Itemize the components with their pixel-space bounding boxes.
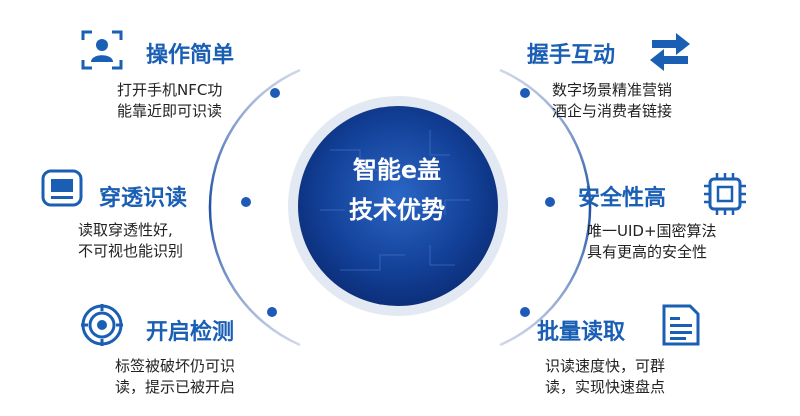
center-title-line2: 技术优势 <box>349 196 445 224</box>
feature-desc-line1: 标签被破坏仍可识 <box>115 357 236 375</box>
center-circle <box>298 106 498 306</box>
dot-right-mid <box>545 197 555 207</box>
dot-left-bottom <box>267 307 277 317</box>
circuit-pattern <box>320 130 470 271</box>
monitor-icon <box>41 169 83 207</box>
feature-title: 安全性高 <box>578 186 667 211</box>
user-scan-icon <box>81 30 123 70</box>
feature-desc-line1: 识读速度快，可群 <box>545 357 666 375</box>
feature-desc-line2: 酒企与消费者链接 <box>552 102 673 120</box>
feature-desc-line1: 数字场景精准营销 <box>552 81 673 99</box>
target-icon <box>81 304 123 346</box>
feature-desc-line1: 唯一UID+国密算法 <box>587 222 717 240</box>
feature-desc-line2: 能靠近即可识读 <box>117 102 223 120</box>
exchange-arrows-icon <box>650 33 690 71</box>
feature-desc-line1: 打开手机NFC功 <box>117 81 223 99</box>
center-title: 智能e盖 技术优势 <box>312 150 482 230</box>
feature-desc-line2: 读，实现快速盘点 <box>545 378 666 396</box>
feature-title: 穿透识读 <box>99 186 188 211</box>
dot-right-bottom <box>520 307 530 317</box>
dot-left-mid <box>241 197 251 207</box>
feature-title: 操作简单 <box>146 43 235 68</box>
feature-title: 开启检测 <box>146 320 235 345</box>
document-list-icon <box>662 304 700 346</box>
feature-desc-line2: 不可视也能识别 <box>78 242 184 260</box>
dot-right-top <box>520 88 530 98</box>
left-arc <box>208 68 301 347</box>
chip-icon <box>704 173 746 215</box>
feature-desc-line1: 读取穿透性好, <box>78 221 173 239</box>
feature-desc-line2: 读，提示已被开启 <box>115 378 236 396</box>
feature-desc-line2: 具有更高的安全性 <box>587 243 708 261</box>
dot-left-top <box>270 88 280 98</box>
feature-title: 握手互动 <box>527 43 616 68</box>
feature-title: 批量读取 <box>537 320 626 345</box>
right-arc <box>499 68 592 347</box>
center-title-line1: 智能e盖 <box>352 156 442 184</box>
